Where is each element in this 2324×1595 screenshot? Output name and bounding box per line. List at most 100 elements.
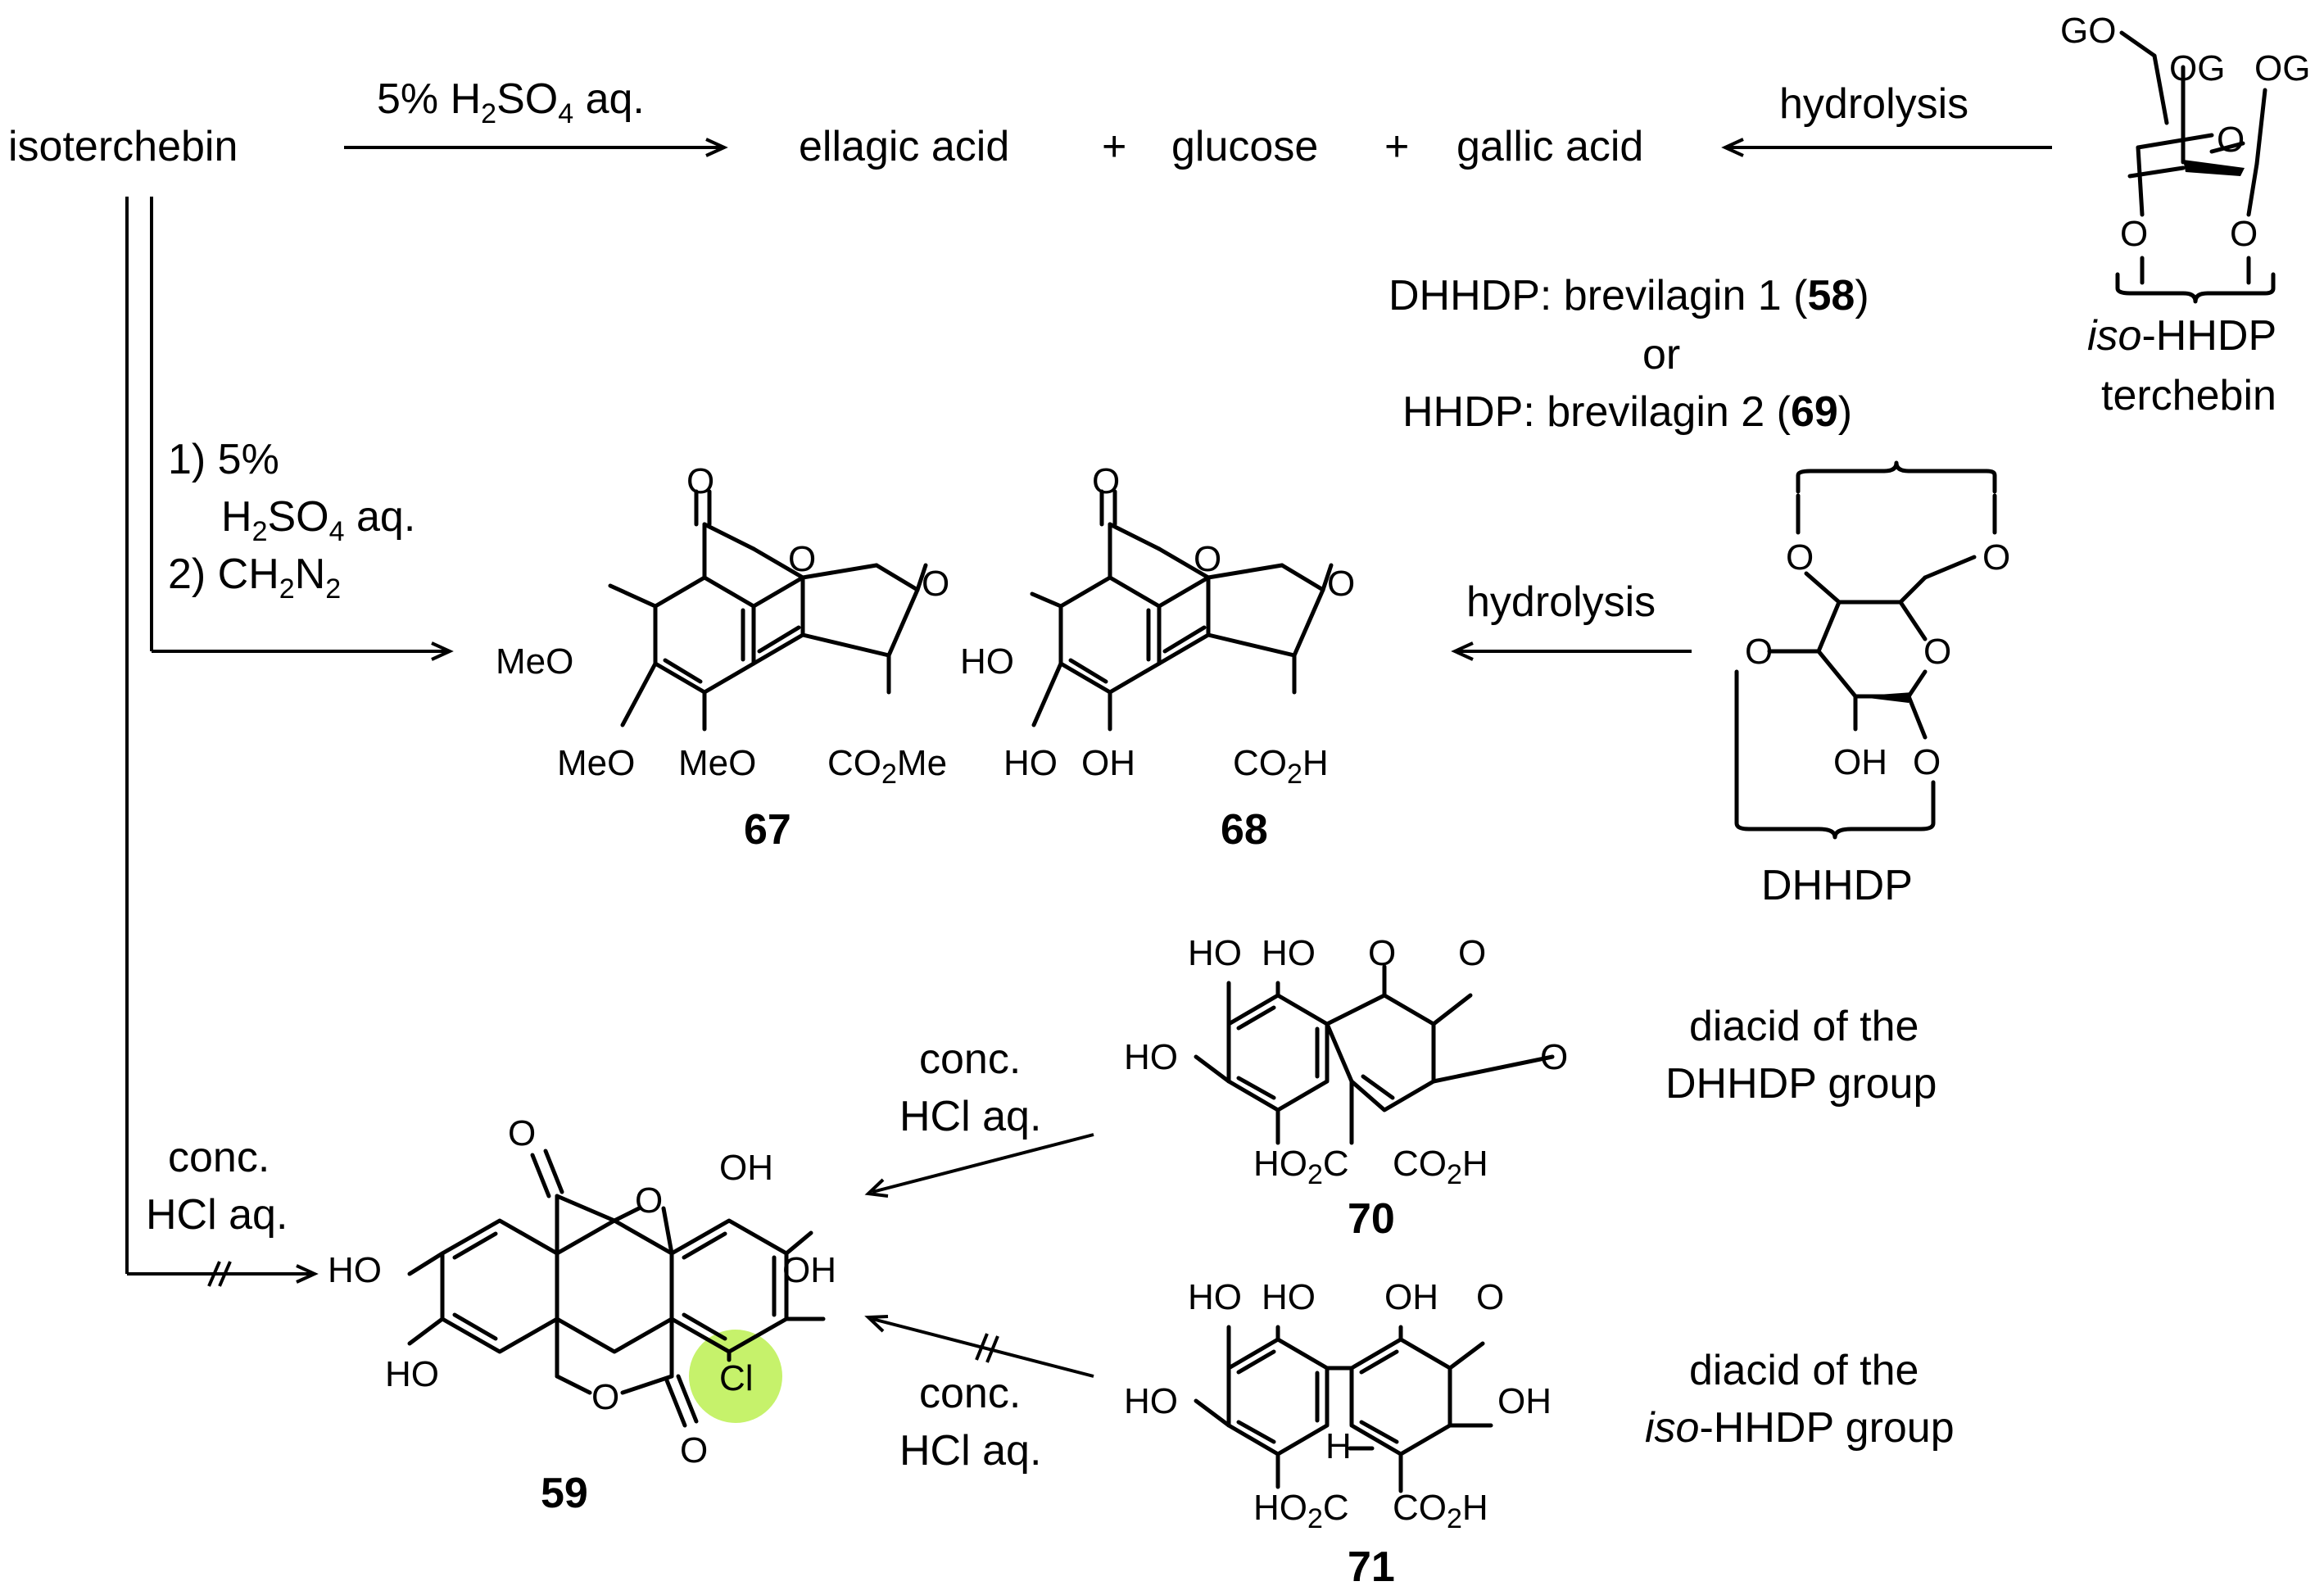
- hydrolysis-top-label: hydrolysis: [1779, 80, 1968, 128]
- hydrolysis-mid-label: hydrolysis: [1466, 578, 1656, 626]
- svg-text:O: O: [2230, 214, 2258, 254]
- chlorine-atom: Cl: [719, 1358, 754, 1398]
- arrow-70-to-59: [864, 1133, 1094, 1198]
- compound-67-label: 67: [744, 806, 791, 854]
- svg-text:HO2C: HO2C: [1253, 1144, 1349, 1190]
- h2so4-reagent-top: 5% H2SO4 aq.: [377, 75, 645, 129]
- svg-text:OH: OH: [1384, 1277, 1438, 1317]
- terchebin-structure: GO OG OG O O O: [2060, 11, 2310, 304]
- conc-label-70: conc.: [919, 1035, 1021, 1083]
- svg-text:O: O: [1092, 461, 1120, 501]
- compound-70-structure: HO HO O O O HO HO2C CO2H: [1124, 933, 1568, 1190]
- diacid-iso-line2: iso-HHDP group: [1645, 1404, 1955, 1452]
- svg-text:GO: GO: [2060, 11, 2116, 51]
- arrow-from-terchebin: [1721, 138, 2052, 157]
- glucose-label: glucose: [1171, 123, 1318, 170]
- wedge-bond: [2183, 160, 2245, 176]
- svg-text:OG: OG: [2169, 48, 2225, 88]
- svg-text:OH: OH: [1497, 1381, 1552, 1421]
- conc-label-left: conc.: [168, 1134, 270, 1181]
- svg-text:MeO: MeO: [496, 641, 573, 682]
- svg-text:HO: HO: [1188, 1277, 1242, 1317]
- svg-text:HO: HO: [385, 1354, 439, 1394]
- compound-68-label: 68: [1221, 806, 1268, 854]
- svg-text:OH: OH: [719, 1148, 773, 1188]
- ellagic-acid-label: ellagic acid: [799, 123, 1009, 170]
- plus-2: +: [1384, 123, 1409, 170]
- svg-text:CO2H: CO2H: [1393, 1488, 1488, 1534]
- svg-text:O: O: [1913, 742, 1941, 782]
- diacid-dhhdp-line2: DHHDP group: [1665, 1060, 1937, 1108]
- compound-71-label: 71: [1348, 1543, 1395, 1591]
- svg-text:O: O: [1194, 539, 1221, 579]
- conc-label-71: conc.: [919, 1370, 1021, 1417]
- diacid-dhhdp-line1: diacid of the: [1689, 1003, 1919, 1050]
- svg-text:HO: HO: [328, 1250, 382, 1290]
- or-label: or: [1642, 331, 1680, 378]
- svg-text:O: O: [686, 461, 714, 501]
- svg-text:O: O: [635, 1180, 663, 1221]
- svg-text:O: O: [1923, 632, 1951, 672]
- svg-text:O: O: [680, 1430, 708, 1470]
- svg-text:O: O: [1368, 933, 1396, 973]
- svg-text:OG: OG: [2254, 48, 2310, 88]
- svg-text:O: O: [591, 1377, 619, 1417]
- arrow-to-68: [1451, 641, 1692, 661]
- svg-text:HO: HO: [1262, 1277, 1316, 1317]
- compound-67-structure: O O O MeO MeO MeO CO2Me: [496, 461, 949, 790]
- svg-text:HO: HO: [1124, 1381, 1178, 1421]
- isoterchebin-label: isoterchebin: [8, 123, 238, 170]
- svg-text:O: O: [788, 539, 816, 579]
- svg-text:O: O: [1476, 1277, 1504, 1317]
- svg-text:O: O: [1982, 537, 2010, 578]
- svg-text:MeO: MeO: [557, 743, 635, 783]
- svg-text:HO: HO: [1188, 933, 1242, 973]
- svg-text:O: O: [508, 1113, 536, 1153]
- compound-59-label: 59: [541, 1470, 588, 1517]
- svg-text:HO2C: HO2C: [1253, 1488, 1349, 1534]
- compound-68-structure: O O O HO HO OH CO2H: [960, 461, 1355, 790]
- svg-text:O: O: [2120, 214, 2148, 254]
- step-1-label: 1) 5%: [168, 436, 279, 483]
- step-2-label: 2) CH2N2: [168, 551, 341, 605]
- svg-text:CO2H: CO2H: [1393, 1144, 1488, 1190]
- compound-70-label: 70: [1348, 1195, 1395, 1243]
- dhhdp-label: DHHDP: [1761, 862, 1913, 909]
- svg-text:O: O: [1458, 933, 1486, 973]
- svg-text:HO: HO: [1262, 933, 1316, 973]
- svg-text:O: O: [1327, 564, 1355, 604]
- diacid-iso-line1: diacid of the: [1689, 1347, 1919, 1394]
- brevilagin-1-label: DHHDP: brevilagin 1 (58): [1389, 272, 1869, 319]
- arrow-71-to-59: [864, 1315, 1094, 1378]
- svg-text:H: H: [1325, 1426, 1352, 1466]
- plus-1: +: [1102, 123, 1126, 170]
- svg-text:O: O: [2217, 120, 2245, 160]
- hcl-label-70: HCl aq.: [899, 1093, 1041, 1140]
- compound-59-structure: O O O O OH OH HO HO Cl: [328, 1113, 836, 1470]
- hcl-label-71: HCl aq.: [899, 1427, 1041, 1475]
- svg-text:O: O: [922, 564, 949, 604]
- svg-text:HO: HO: [960, 641, 1014, 682]
- iso-hhdp-label: iso-HHDP: [2087, 312, 2276, 360]
- glucose-dhhdp-structure: O O O O OH O: [1734, 460, 2010, 840]
- hcl-label-left: HCl aq.: [146, 1191, 288, 1239]
- svg-text:HO: HO: [1124, 1037, 1178, 1077]
- svg-text:OH: OH: [1081, 743, 1135, 783]
- svg-text:OH: OH: [782, 1250, 836, 1290]
- svg-text:MeO: MeO: [678, 743, 756, 783]
- svg-text:CO2Me: CO2Me: [827, 743, 947, 790]
- chlorine-highlight: [689, 1330, 782, 1423]
- svg-text:O: O: [1745, 632, 1773, 672]
- brevilagin-2-label: HHDP: brevilagin 2 (69): [1402, 388, 1852, 436]
- terchebin-label: terchebin: [2101, 372, 2276, 419]
- svg-text:HO: HO: [1003, 743, 1058, 783]
- step-h2so4-label: H2SO4 aq.: [221, 493, 415, 547]
- arrow-to-ellagic: [344, 138, 728, 157]
- svg-text:O: O: [1786, 537, 1814, 578]
- svg-text:OH: OH: [1833, 742, 1887, 782]
- compound-71-structure: HO HO OH O OH HO H HO2C CO2H: [1124, 1277, 1552, 1534]
- svg-text:CO2H: CO2H: [1233, 743, 1329, 790]
- svg-text:O: O: [1540, 1037, 1568, 1077]
- left-branch-lines: [125, 197, 454, 1287]
